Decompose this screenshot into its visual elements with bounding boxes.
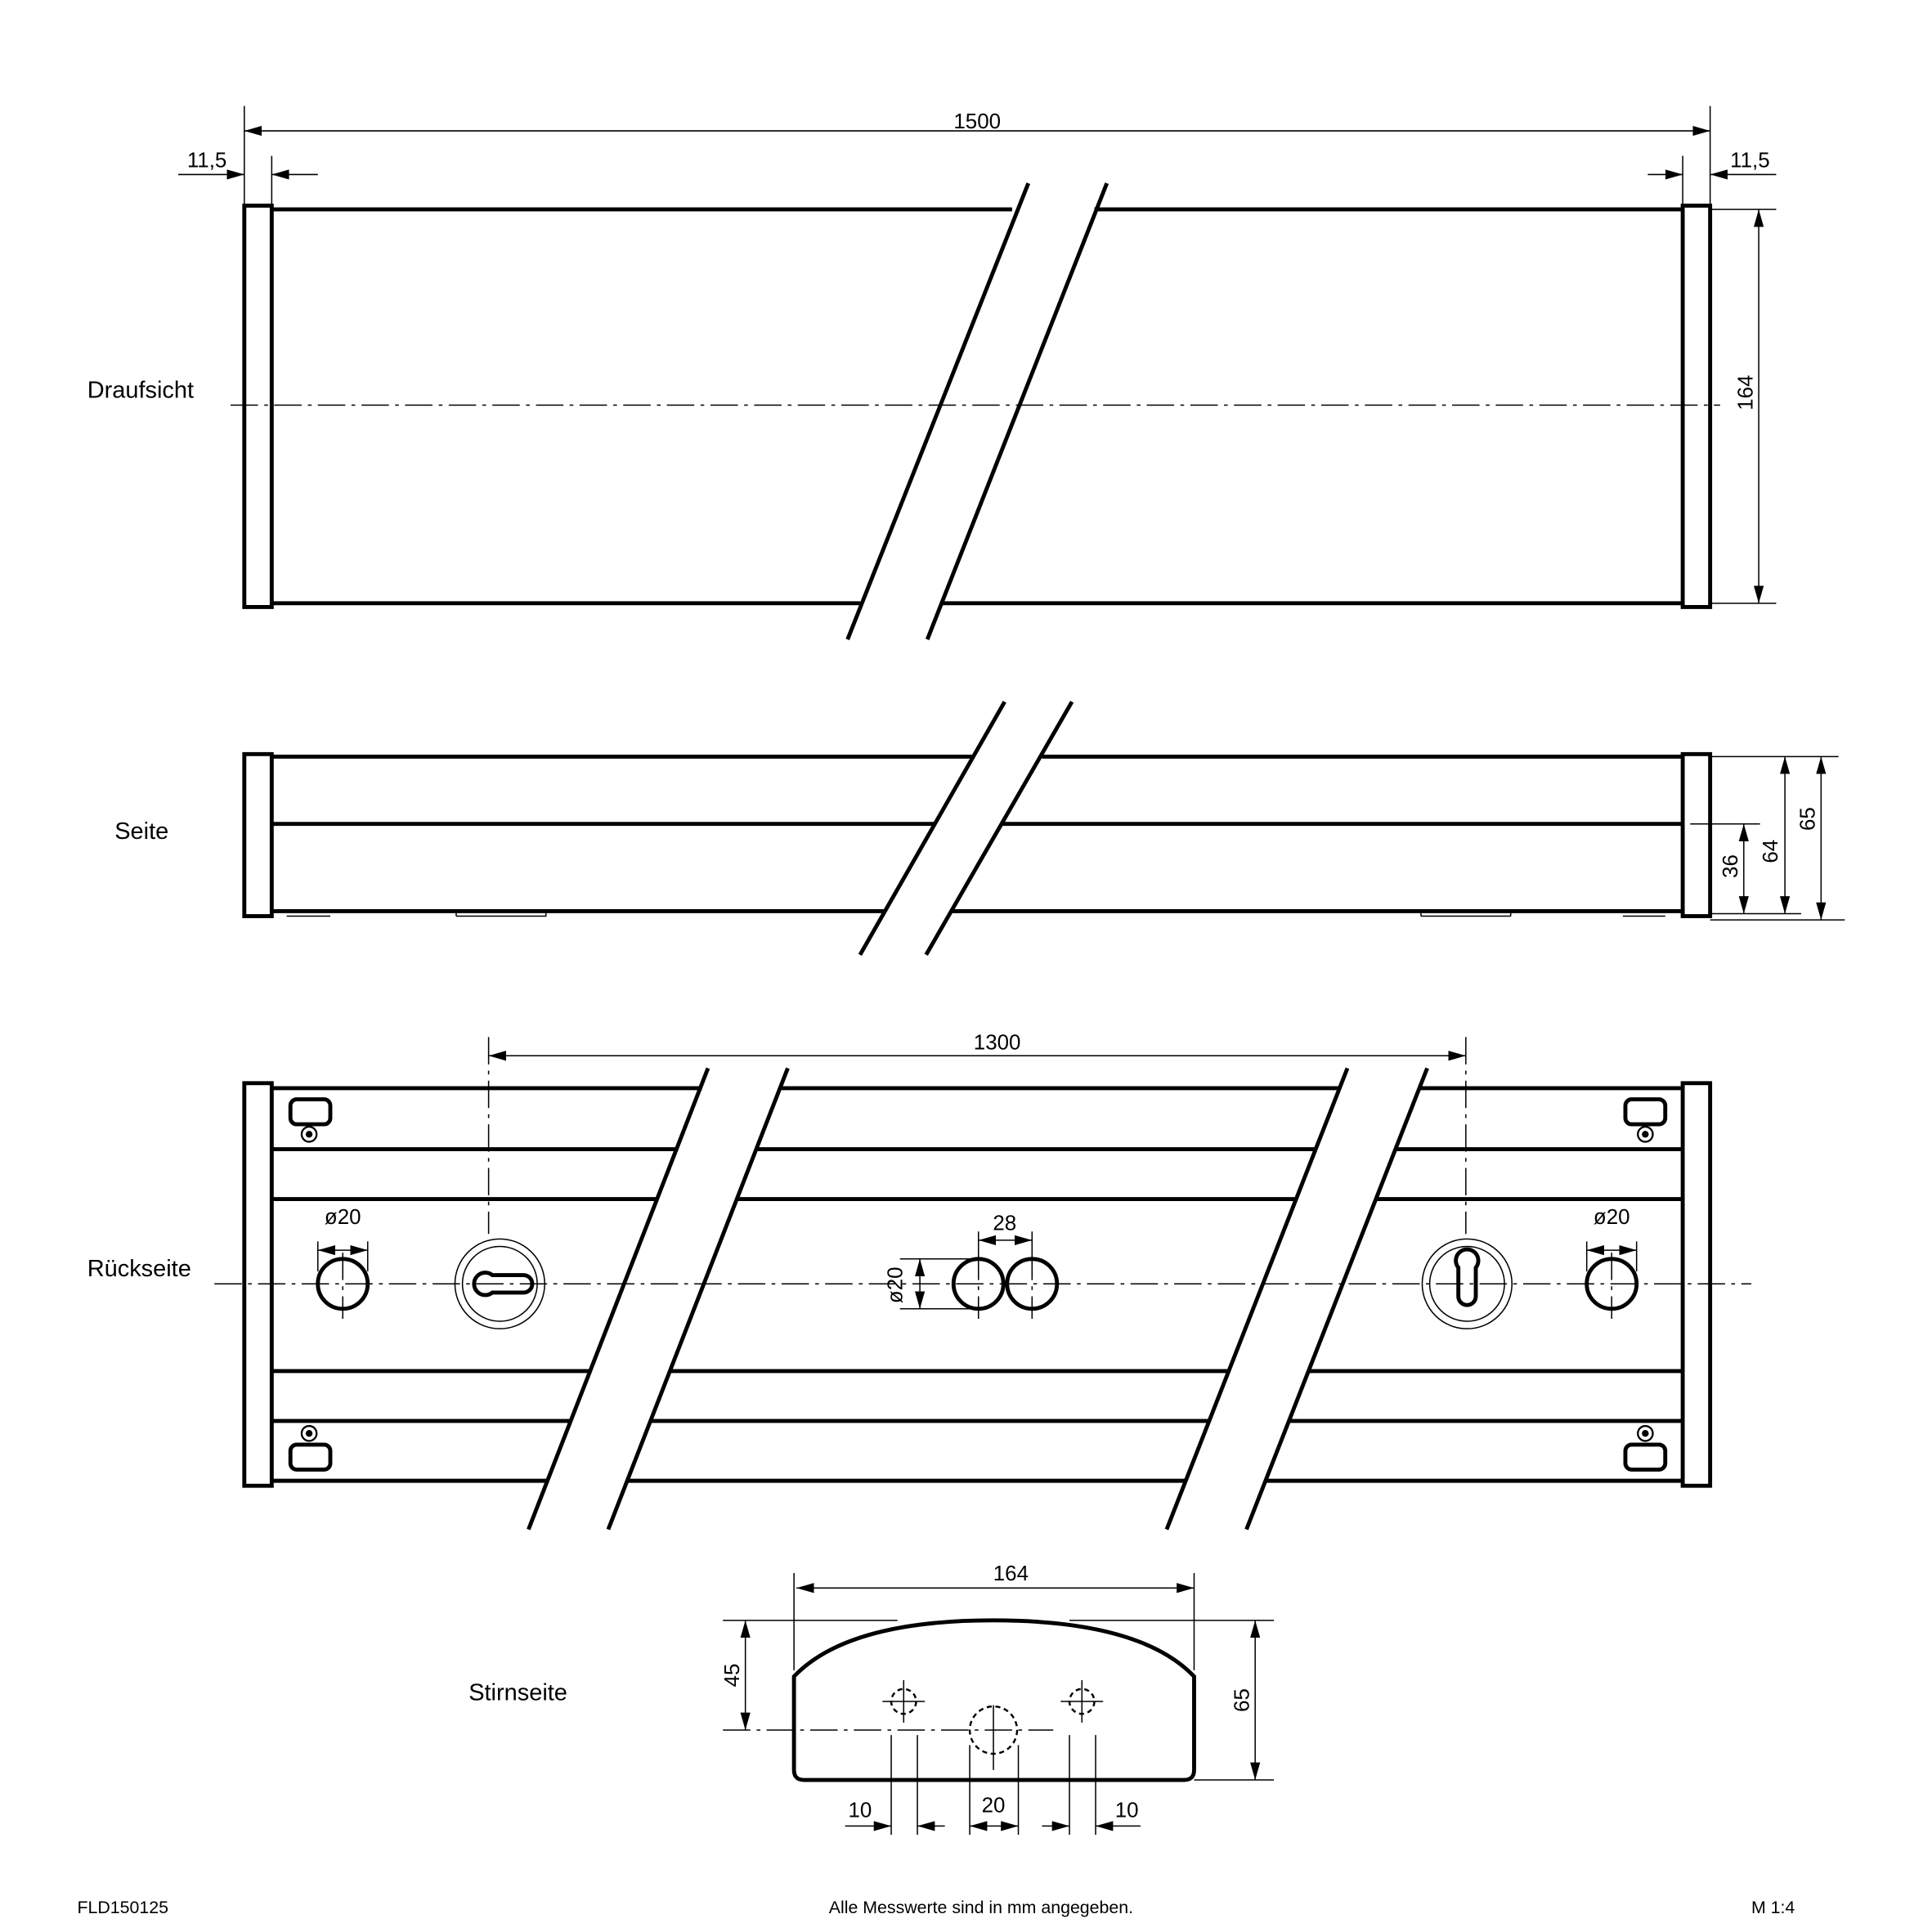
slot — [288, 1097, 333, 1127]
extension-lines — [244, 105, 1711, 206]
extension-lines — [1690, 755, 1845, 921]
side-view: Seite 36 64 65 — [114, 701, 1845, 956]
end-view-label: Stirnseite — [468, 1679, 567, 1706]
feet — [286, 911, 1665, 917]
side-view-label: Seite — [114, 818, 168, 845]
end-cap-profile — [791, 1618, 1196, 1782]
back-view: Rückseite 1300 ø20 ø20 28 ø20 — [87, 1032, 1751, 1531]
extension-lines — [723, 1572, 1275, 1836]
screws — [300, 1126, 1654, 1442]
dim-hole-left: ø20 — [325, 1206, 361, 1229]
dim-hole-right: ø20 — [1594, 1206, 1630, 1229]
dim-10-right: 10 — [1115, 1800, 1139, 1822]
extension-lines — [316, 1231, 1638, 1310]
article-number: FLD150125 — [78, 1898, 168, 1917]
scale-note: M 1:4 — [1751, 1898, 1795, 1917]
extension-lines — [1710, 208, 1777, 604]
hole-crosshairs — [882, 1680, 1104, 1770]
dim-20: 20 — [982, 1795, 1006, 1818]
units-note: Alle Messwerte sind in mm angegeben. — [829, 1898, 1133, 1917]
break-lines — [858, 701, 1074, 956]
body-outline — [271, 207, 1683, 606]
break-lines — [527, 1067, 1429, 1531]
top-view-label: Draufsicht — [87, 377, 194, 403]
keyhole-right — [1421, 1238, 1513, 1329]
slot — [1623, 1442, 1668, 1472]
dim-65: 65 — [1797, 807, 1820, 831]
dim-center-hole: ø20 — [885, 1266, 908, 1303]
footer: FLD150125 Alle Messwerte sind in mm ange… — [78, 1898, 1795, 1917]
dim-center-spacing: 28 — [993, 1213, 1016, 1235]
dim-10-left: 10 — [849, 1800, 872, 1822]
break-lines — [845, 182, 1109, 640]
dim-1500: 1500 — [953, 110, 1001, 133]
end-cap-left — [242, 204, 274, 609]
end-cap-right — [1680, 204, 1713, 609]
dim-65: 65 — [1231, 1688, 1254, 1712]
top-view: Draufsicht 1500 11,5 11,5 164 — [87, 105, 1777, 640]
back-view-label: Rückseite — [87, 1256, 191, 1282]
end-cap-right — [1680, 751, 1713, 918]
keyhole-left — [454, 1238, 545, 1329]
body-outline — [271, 1086, 1683, 1483]
end-view: Stirnseite 164 45 65 10 20 10 — [468, 1562, 1275, 1836]
extension-lines — [487, 1037, 1467, 1235]
dim-cap-left: 11,5 — [187, 149, 227, 172]
dim-164: 164 — [993, 1562, 1029, 1585]
dim-164: 164 — [1734, 375, 1757, 410]
dim-cap-right: 11,5 — [1730, 149, 1770, 172]
dim-36: 36 — [1719, 854, 1742, 878]
dim-64: 64 — [1759, 840, 1782, 863]
dim-45: 45 — [721, 1664, 744, 1688]
slot — [1623, 1097, 1668, 1127]
slot — [288, 1442, 333, 1472]
end-cap-left — [242, 751, 274, 918]
dim-1300: 1300 — [974, 1032, 1021, 1055]
body-outline — [271, 754, 1683, 913]
